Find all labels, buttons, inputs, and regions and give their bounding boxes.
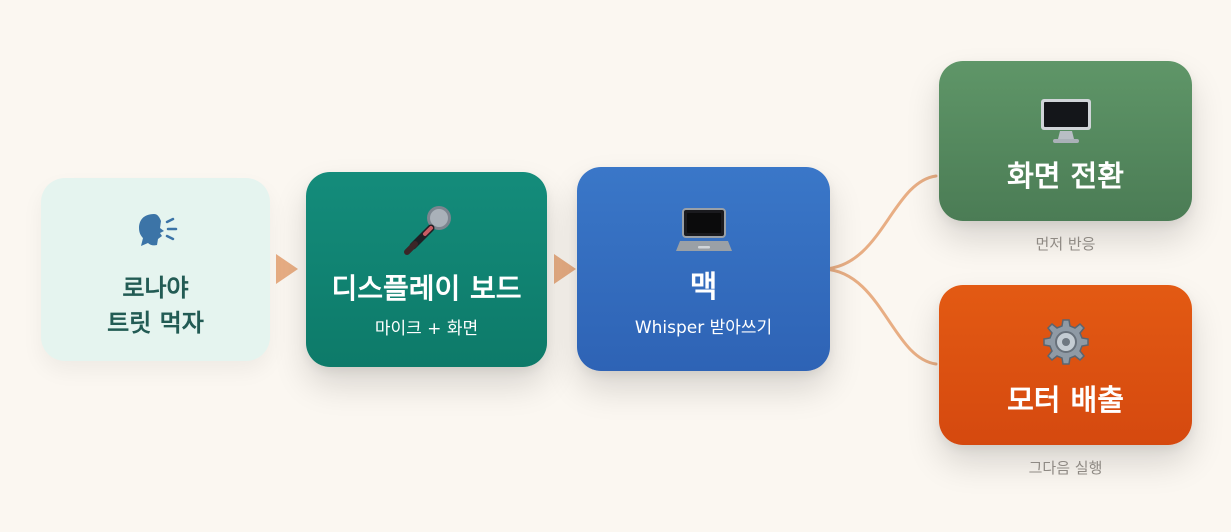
flow-arrow-2 [554,254,576,284]
desktop-computer-icon [1031,89,1101,153]
microphone-icon [392,200,462,264]
gear-icon [1031,313,1101,377]
display-board-subtitle: 마이크 + 화면 [374,318,479,339]
speaker-node: 로나야 트릿 먹자 [41,178,270,361]
mac-title: 맥 [689,270,718,306]
display-board-node: 디스플레이 보드 마이크 + 화면 [306,172,547,367]
motor-dispense-caption: 그다음 실행 [1028,459,1103,477]
screen-switch-caption: 먼저 반응 [1035,235,1096,253]
motor-dispense-node: 모터 배출 [939,285,1192,445]
motor-dispense-title: 모터 배출 [1007,383,1124,418]
speaker-title: 로나야 트릿 먹자 [107,273,204,337]
connector-to-motor-dispense [822,267,938,366]
mac-subtitle: Whisper 받아쓰기 [634,318,773,339]
connector-to-screen-switch [822,174,938,271]
speaking-head-icon [121,199,191,263]
display-board-title: 디스플레이 보드 [331,271,522,305]
screen-switch-node: 화면 전환 [939,61,1192,221]
laptop-icon [669,199,739,263]
mac-node: 맥 Whisper 받아쓰기 [577,167,830,371]
flow-arrow-1 [276,254,298,284]
screen-switch-title: 화면 전환 [1007,159,1124,194]
